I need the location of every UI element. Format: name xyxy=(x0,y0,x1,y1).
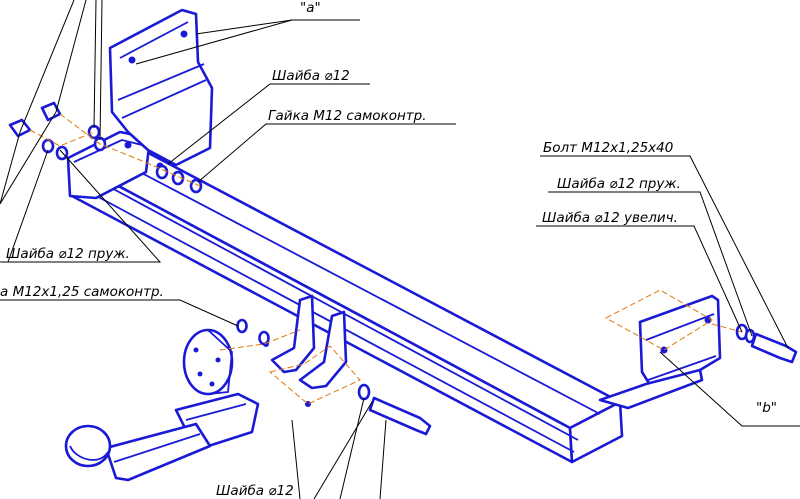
label-washer-12-enlarged: Шайба ⌀12 увелич. xyxy=(542,210,678,226)
right-bracket xyxy=(598,294,722,410)
tow-ball-arm xyxy=(64,328,260,482)
label-washer-12-bottom: Шайба ⌀12 xyxy=(216,483,294,499)
left-bracket xyxy=(108,8,214,170)
label-view-a: "а" xyxy=(300,0,321,16)
center-fasteners xyxy=(219,318,432,436)
left-fasteners xyxy=(8,101,203,194)
right-fasteners xyxy=(604,289,798,364)
label-washer-12: Шайба ⌀12 xyxy=(272,68,350,84)
label-bolt-m12x125x40: Болт М12х1,25х40 xyxy=(543,140,673,156)
label-nut-m12-self: Гайка М12 самоконтр. xyxy=(268,108,427,124)
label-nut-m12x125-self: а М12х1,25 самоконтр. xyxy=(0,284,164,300)
labels: "а" Шайба ⌀12 Гайка М12 самоконтр. Болт … xyxy=(0,0,777,499)
label-view-b: "b" xyxy=(756,400,777,416)
label-washer-12-spring-right: Шайба ⌀12 пруж. xyxy=(557,176,681,192)
label-washer-12-spring-left: Шайба ⌀12 пруж. xyxy=(6,246,130,262)
